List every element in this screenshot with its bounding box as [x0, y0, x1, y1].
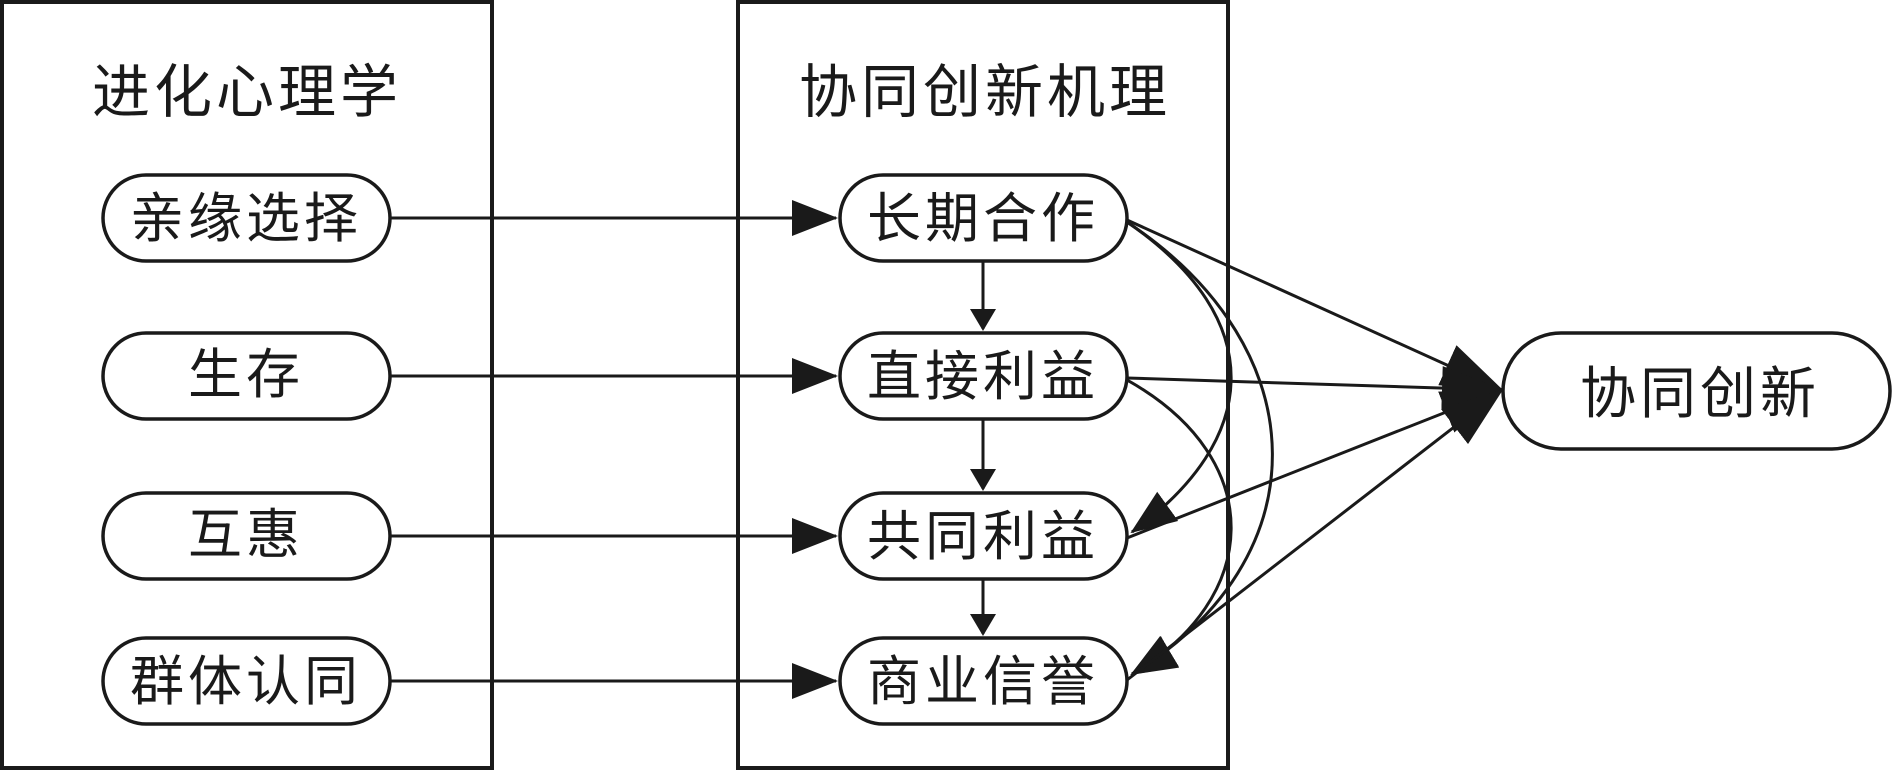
node-direct-benefit-label: 直接利益 [867, 345, 1099, 408]
node-collaborative-innovation-label: 协同创新 [1580, 362, 1820, 427]
left-group-title: 进化心理学 [92, 58, 402, 126]
node-group-identity-label: 群体认同 [130, 650, 362, 713]
edge-business-reputation-to-collaborative-innovation [1126, 388, 1504, 682]
edge-common-benefit-to-collaborative-innovation [1126, 388, 1504, 540]
middle-group-title: 协同创新机理 [799, 58, 1171, 126]
node-reciprocity-label: 互惠 [188, 503, 304, 566]
edge-long-term-cooperation-to-collaborative-innovation [1126, 218, 1504, 392]
node-survival: 生存 [101, 331, 392, 421]
edge-long-term-cooperation-to-common-benefit [1126, 220, 1233, 534]
node-long-term-cooperation: 长期合作 [838, 173, 1129, 263]
edge-long-term-cooperation-to-business-reputation [1126, 220, 1274, 676]
node-kin-selection: 亲缘选择 [101, 173, 392, 263]
node-direct-benefit: 直接利益 [838, 331, 1129, 421]
node-group-identity: 群体认同 [101, 636, 392, 726]
node-business-reputation-label: 商业信誉 [867, 650, 1099, 713]
node-reciprocity: 互惠 [101, 491, 392, 581]
node-survival-label: 生存 [188, 343, 304, 406]
node-common-benefit: 共同利益 [838, 491, 1129, 581]
node-common-benefit-label: 共同利益 [867, 505, 1099, 568]
edge-direct-benefit-to-collaborative-innovation [1126, 366, 1504, 411]
node-collaborative-innovation: 协同创新 [1501, 331, 1892, 451]
node-business-reputation: 商业信誉 [838, 636, 1129, 726]
node-kin-selection-label: 亲缘选择 [130, 187, 362, 250]
node-long-term-cooperation-label: 长期合作 [867, 187, 1099, 250]
